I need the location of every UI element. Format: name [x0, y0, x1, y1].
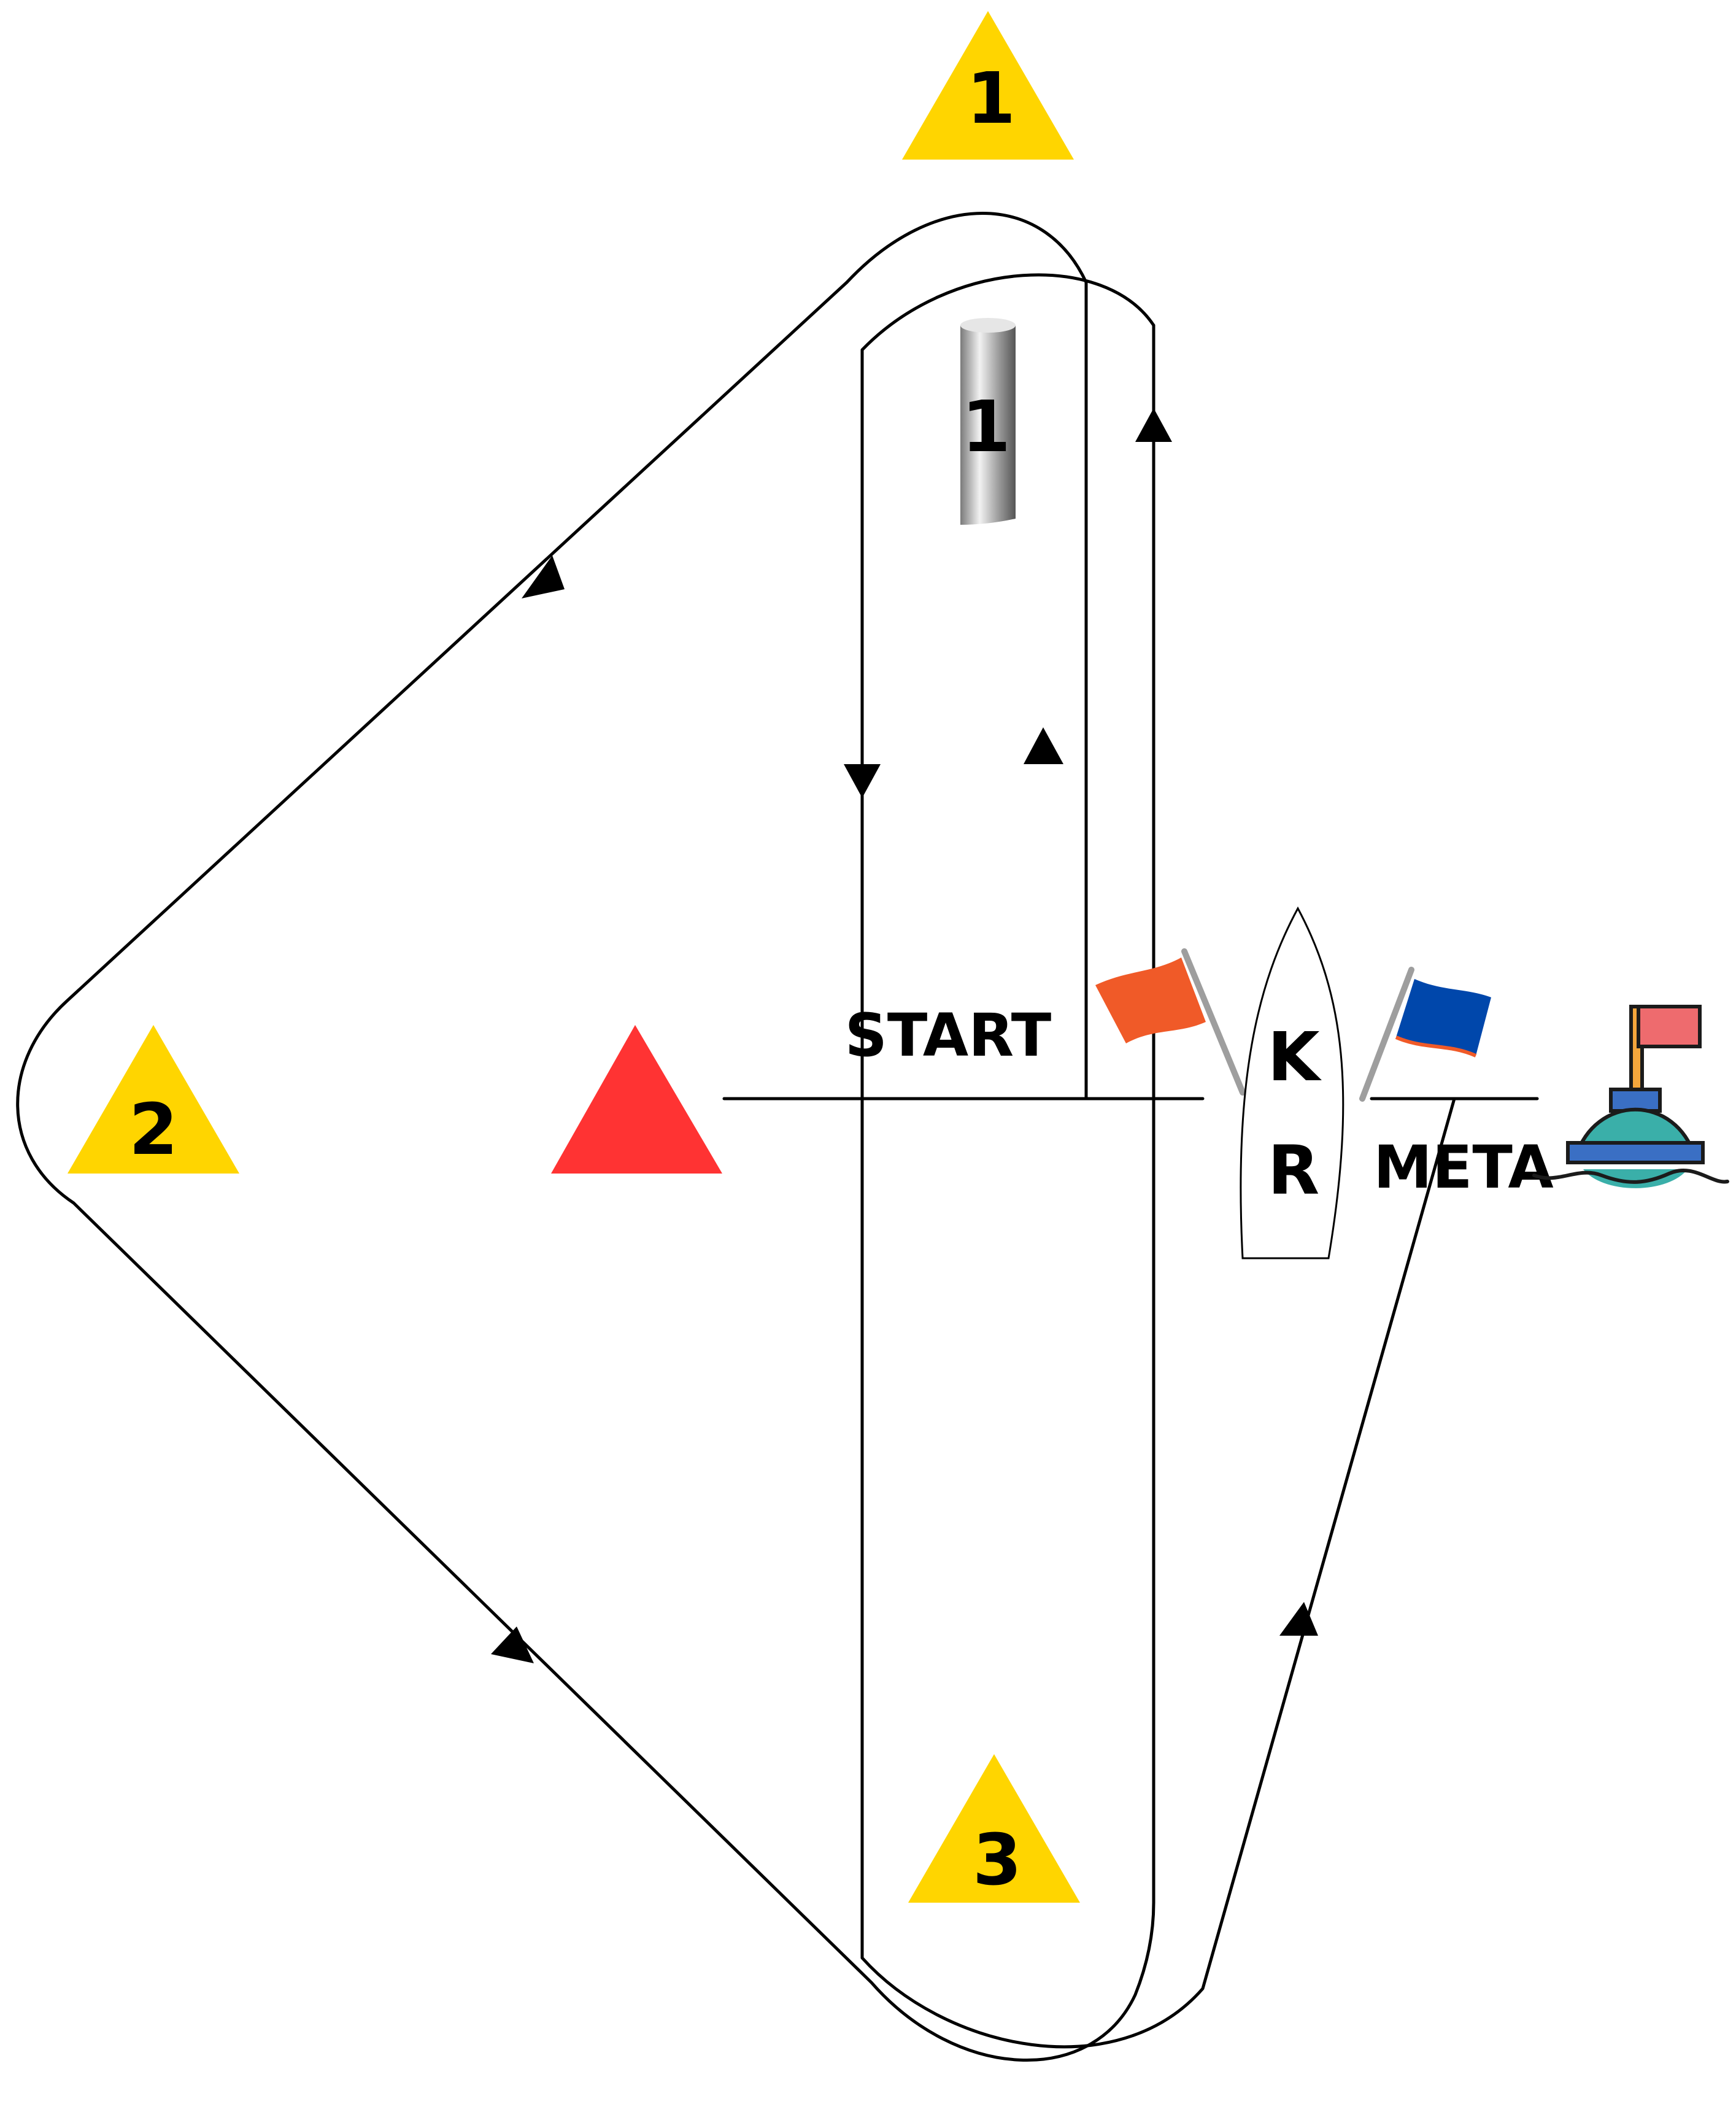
blue-flag-icon [1359, 967, 1491, 1102]
mark-3-triangle [908, 1754, 1080, 1903]
cylinder-buoy-icon: 1 [960, 318, 1016, 525]
arrow-down-right-icon [491, 1626, 534, 1663]
mark-2-label: 2 [129, 1089, 178, 1171]
offset-mark-label: 1 [962, 386, 1011, 468]
arrow-up-right-icon [1279, 1602, 1318, 1636]
mark-1-triangle [902, 11, 1074, 160]
buoy-icon [1532, 1005, 1729, 1188]
mark-2-triangle [68, 1025, 239, 1174]
mark-1: 1 [902, 11, 1074, 160]
course-path-outer-loop [16, 212, 1155, 2062]
course-path-inner-loop [860, 273, 1456, 2049]
boat-letter-r: R [1268, 1131, 1320, 1210]
arrow-up-icon [1135, 408, 1172, 442]
mark-1-label: 1 [966, 58, 1016, 140]
mark-3-label: 3 [973, 1819, 1022, 1901]
arrow-down-icon [844, 764, 881, 798]
start-mark [551, 1025, 722, 1174]
mark-2: 2 [68, 1025, 239, 1174]
mark-3: 3 [908, 1754, 1080, 1903]
arrow-up-small-icon [1024, 727, 1063, 764]
start-label: START [845, 1001, 1052, 1070]
finish-label: META [1373, 1133, 1553, 1202]
arrow-down-left-icon [522, 555, 565, 598]
boat-letter-k: K [1267, 1018, 1322, 1096]
start-mark-triangle [551, 1025, 722, 1174]
committee-boat: K R [1240, 906, 1344, 1259]
orange-flag-icon [1095, 948, 1246, 1096]
